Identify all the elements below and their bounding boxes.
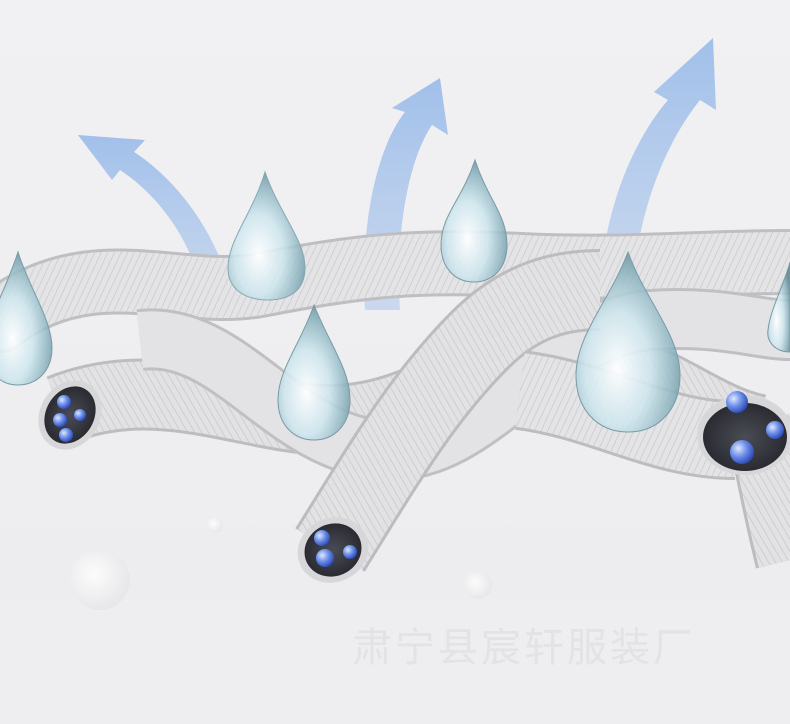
water-drop-far-left: [0, 250, 53, 386]
decor-ball: [70, 550, 130, 610]
water-drop-far-right: [767, 261, 790, 353]
decor-ball: [207, 517, 223, 533]
water-drop-left: [227, 170, 306, 301]
fiber-cross-section-left: [38, 380, 102, 450]
watermark-text: 肃宁县宸轩服装厂: [352, 625, 696, 671]
bottom-band: [0, 600, 790, 724]
water-drop-center-high: [440, 158, 508, 283]
decor-ball: [464, 571, 492, 599]
fiber-cross-section-right: [697, 391, 790, 475]
water-drop-right: [575, 250, 681, 433]
fiber-cross-section-center: [297, 517, 369, 583]
water-drop-center-low: [277, 303, 351, 441]
